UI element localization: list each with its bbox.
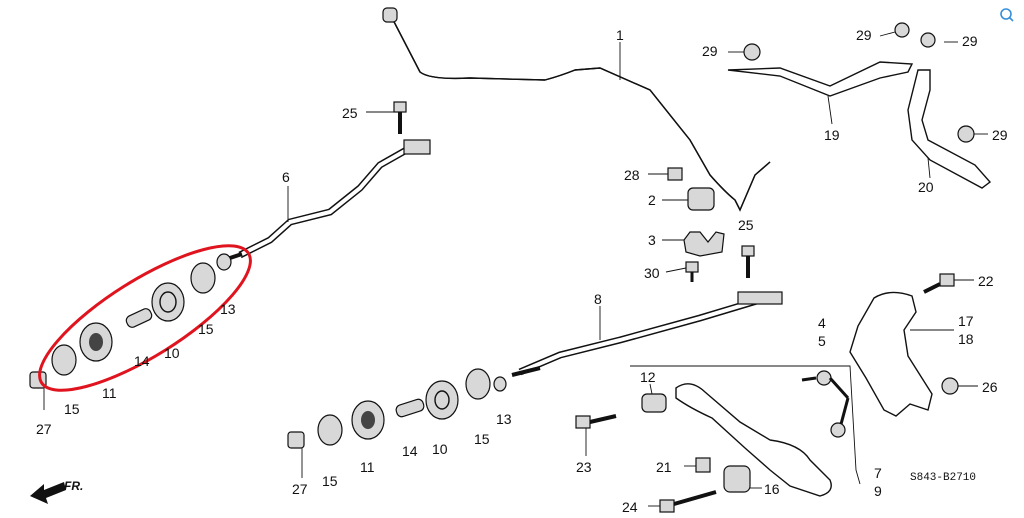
callout-16: 16 (764, 481, 780, 497)
front-marker-label: FR. (64, 479, 83, 493)
bolt-24 (659, 490, 717, 513)
bolt-25-upper (393, 101, 407, 134)
search-lens-icon[interactable] (998, 6, 1016, 24)
callout-27b: 27 (292, 481, 308, 497)
bracket-19 (727, 61, 914, 97)
callout-18: 18 (958, 331, 974, 347)
callout-30: 30 (644, 265, 660, 281)
callout-17: 17 (958, 313, 974, 329)
knuckle (849, 291, 933, 417)
bolt-25-lower (741, 245, 755, 278)
callout-27a: 27 (36, 421, 52, 437)
callout-26: 26 (982, 379, 998, 395)
callout-11a: 11 (102, 385, 117, 401)
radius-rod-upper (238, 141, 429, 259)
callout-13a: 13 (220, 301, 236, 317)
nut-29-c (920, 32, 936, 48)
radius-rod-lower (518, 292, 783, 376)
callout-15b: 15 (64, 401, 80, 417)
callout-24: 24 (622, 499, 638, 515)
nut-26 (941, 377, 959, 395)
callout-7: 7 (874, 465, 882, 481)
diagram-code: S843-B2710 (910, 472, 976, 484)
bolt-22 (923, 273, 955, 294)
bolt-30 (685, 261, 699, 282)
callout-15c: 15 (474, 431, 490, 447)
callout-29c: 29 (962, 33, 978, 49)
callout-23: 23 (576, 459, 592, 475)
callout-14b: 14 (402, 443, 418, 459)
bushing-2 (687, 187, 715, 211)
holder-3 (683, 231, 725, 257)
callout-28: 28 (624, 167, 640, 183)
callout-8: 8 (594, 291, 602, 307)
callout-3: 3 (648, 232, 656, 248)
callout-20: 20 (918, 179, 934, 195)
nut-29-b (894, 22, 910, 38)
callout-22: 22 (978, 273, 994, 289)
callout-19: 19 (824, 127, 840, 143)
callout-5: 5 (818, 333, 826, 349)
highlight-circle (38, 244, 252, 392)
callout-2: 2 (648, 192, 656, 208)
nut-29-d (957, 125, 975, 143)
bushing-12 (641, 393, 667, 413)
nut-29-a (743, 43, 761, 61)
callout-29d: 29 (992, 127, 1008, 143)
callout-1: 1 (616, 27, 624, 43)
callout-21: 21 (656, 459, 672, 475)
callout-6: 6 (282, 169, 290, 185)
callout-29b: 29 (856, 27, 872, 43)
callout-10b: 10 (432, 441, 448, 457)
callout-4: 4 (818, 315, 826, 331)
stabilizer-bar-end (382, 7, 398, 23)
callout-12: 12 (640, 369, 656, 385)
callout-25b: 25 (738, 217, 754, 233)
callout-13b: 13 (496, 411, 512, 427)
bushing-stack-lower (287, 368, 507, 449)
leader-lines (43, 31, 988, 507)
lower-arm (675, 383, 832, 497)
bushing-16 (723, 465, 751, 493)
stabilizer-link (801, 370, 850, 438)
front-arrow-icon (30, 482, 66, 504)
bracket-20 (907, 69, 992, 189)
nut-21 (695, 457, 711, 473)
bolt-28 (667, 167, 683, 181)
front-direction-marker: FR. (30, 479, 83, 504)
callout-25a: 25 (342, 105, 358, 121)
callout-29a: 29 (702, 43, 718, 59)
callout-14a: 14 (134, 353, 150, 369)
callout-11b: 11 (360, 459, 375, 475)
callout-10a: 10 (164, 345, 180, 361)
bolt-23 (575, 414, 617, 429)
callout-15a: 15 (198, 321, 214, 337)
callout-15d: 15 (322, 473, 338, 489)
callout-9: 9 (874, 483, 882, 499)
